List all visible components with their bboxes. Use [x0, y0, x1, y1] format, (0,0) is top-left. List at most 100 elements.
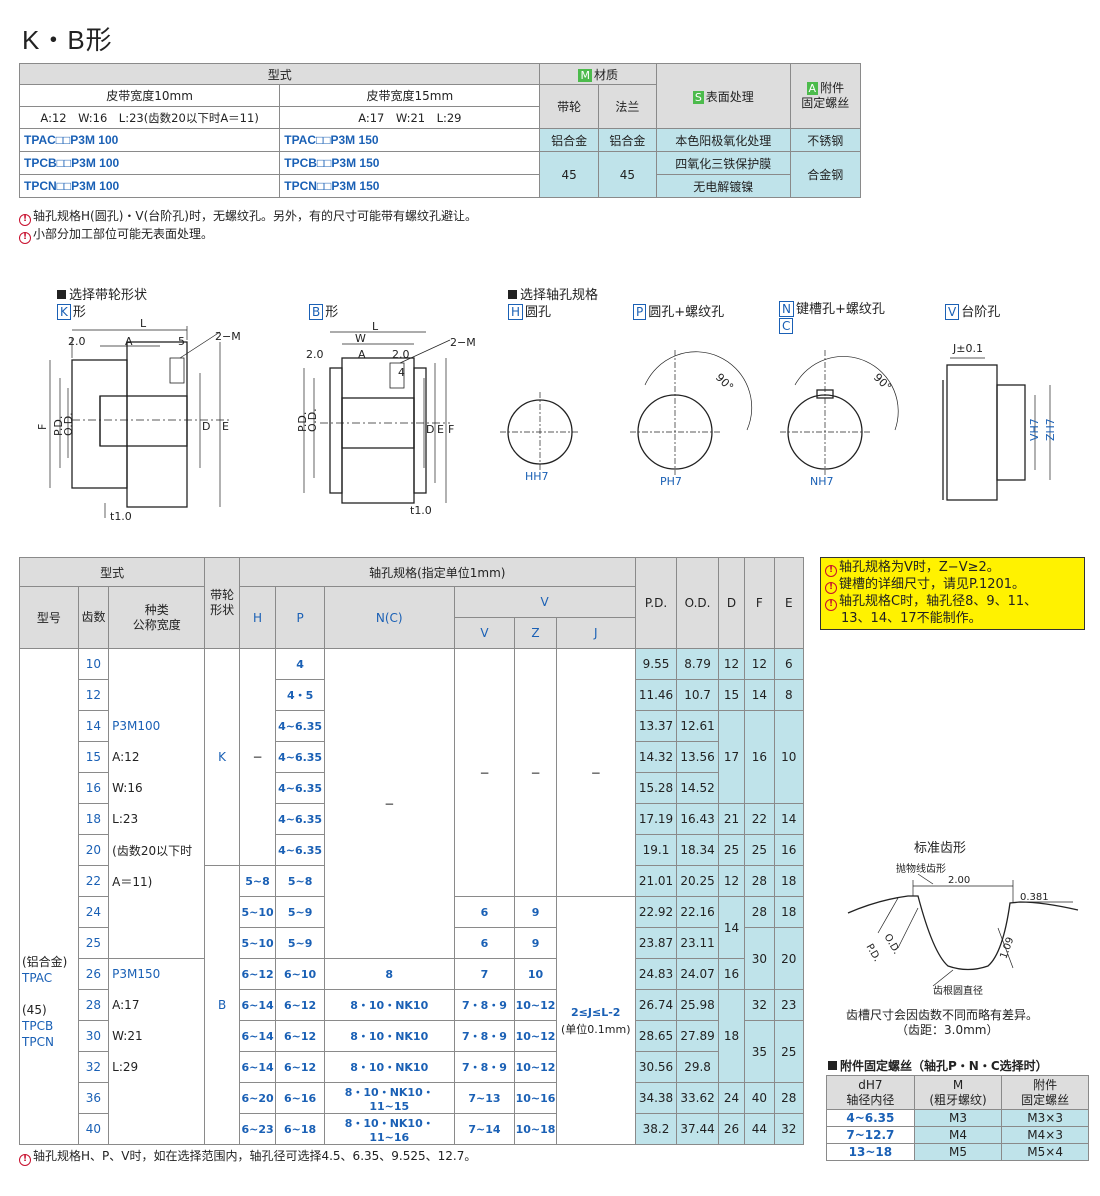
warning-icon: ! [19, 232, 31, 244]
tooth-pitch-note: （齿距：3.0mm） [896, 1023, 999, 1037]
j-dim: J±0.1 [952, 342, 983, 355]
tooth-parabola: 抛物线齿形 [896, 862, 946, 875]
v-dash: − [453, 648, 516, 897]
table-row: 30 W:21 6~14 6~12 8・10・NK10 7・8・9 10~12 … [20, 1020, 805, 1083]
surface-tag: S [692, 90, 704, 104]
flange-alloy: 铝合金 [597, 128, 658, 152]
h-dash: − [238, 648, 277, 866]
flange-header: 法兰 [597, 84, 658, 129]
page-title: K・B形 [22, 25, 113, 55]
surface-anodize: 本色阳极氧化处理 [656, 128, 791, 152]
h-header: H [238, 586, 277, 649]
width15-header: 皮带宽度15mm [279, 84, 541, 107]
screw-col-m: M(粗牙螺纹) [913, 1075, 1003, 1110]
f-header: F [744, 557, 775, 649]
bore-header: 轴孔规格(指定单位1mm) [238, 557, 636, 587]
b-dim-t: t1.0 [410, 504, 432, 517]
k-dim-f: F [36, 424, 49, 430]
b-dim-a: A [358, 348, 366, 361]
tooth-r: 0.381 [1020, 892, 1049, 903]
kind-header: 种类公称宽度 [108, 586, 206, 649]
c-tag: C [779, 318, 794, 334]
tooth-root: 齿根圆直径 [933, 984, 983, 997]
table-row: 32 L:29 6~14 6~12 8・10・NK10 7・8・9 10~12 … [20, 1051, 804, 1083]
dims10: A:12 W:16 L:23(齿数20以下时A＝11) [18, 106, 281, 129]
k-dim-l: L [140, 318, 147, 330]
table-row: 12 4・5 11.46 10.7 15 14 8 [20, 679, 805, 711]
tooth-title: 标准齿形 [914, 841, 967, 856]
h-dim: HH7 [525, 470, 549, 483]
code-tpcb-150: TPCB□□P3M 150 [279, 151, 541, 175]
table-row: 20 (齿数20以下时 4~6.35 19.1 18.34 25 25 16 [20, 834, 805, 866]
table-row: 13~18 M5 M5×4 [826, 1143, 1089, 1161]
table-row: 28 A:17 6~14 6~12 8・10・NK10 7・8・9 10~12 … [20, 989, 805, 1083]
flange-45: 45 [597, 151, 658, 198]
h-tag: H [508, 304, 524, 320]
b-dim-d: D [426, 423, 434, 436]
p-dim: PH7 [660, 475, 682, 488]
v-tag: V [945, 304, 960, 320]
v-group-header: V [453, 586, 636, 618]
note-2: !小部分加工部位可能无表面处理。 [19, 226, 477, 244]
b-shape-drawing: L W 2.0 A 2.0 4 2−M P.D. O.D. D E F t1.0 [296, 320, 476, 517]
shape-section-title: 选择带轮形状 [57, 284, 147, 303]
od-header: O.D. [676, 557, 719, 649]
yellow-notes: !轴孔规格为V时，Z−V≥2。 !键槽的详细尺寸，请见P.1201。 !轴孔规格… [820, 557, 1085, 630]
table-row: 36 6~20 6~16 8・10・NK10・11~15 7~13 10~16 … [20, 1082, 805, 1114]
code-tpac-100: TPAC□□P3M 100 [18, 128, 281, 152]
p-tag: P [633, 304, 647, 320]
screw-tag: A [806, 82, 819, 95]
width10-header: 皮带宽度10mm [18, 84, 281, 107]
b-dim-pd: P.D. [296, 412, 309, 432]
table-row: 18 L:23 4~6.35 17.19 16.43 21 22 14 [20, 803, 805, 835]
tooth-pd: P.D. [864, 942, 883, 964]
material-tag: M [578, 68, 592, 82]
b-dim-4: 4 [398, 366, 405, 379]
tooth-od: O.D. [882, 932, 902, 956]
shape-k: K [204, 648, 240, 866]
tooth-note: 齿槽尺寸会因齿数不同而略有差异。 [846, 1008, 1039, 1022]
warning-icon: ! [825, 565, 837, 577]
v-dim: VH7 [1028, 418, 1041, 441]
z-header: Z [514, 617, 557, 649]
k-shape-drawing: L 2.0 A 5 2−M F P.D. O.D. D E t1.0 [36, 318, 241, 523]
top-notes: !轴孔规格H(圆孔)・V(台阶孔)时，无螺纹孔。另外，有的尺寸可能带有螺纹孔避让… [19, 208, 477, 244]
b-dim-f: F [448, 423, 454, 436]
bottom-note: !轴孔规格H、P、V时，如在选择范围内，轴孔径可选择4.5、6.35、9.525… [19, 1148, 476, 1166]
e-header: E [773, 557, 805, 649]
dims15: A:17 W:21 L:29 [279, 106, 541, 129]
b-dim-e: E [437, 423, 444, 436]
b-dim-20a: 2.0 [306, 348, 324, 361]
d-header: D [717, 557, 746, 649]
warning-icon: ! [825, 582, 837, 594]
k-dim-e: E [222, 420, 229, 433]
n-angle: 90° [871, 371, 894, 394]
p-header: P [275, 586, 325, 649]
table-row: 40 6~23 6~18 8・10・NK10・11~16 7~14 10~18 … [20, 1113, 805, 1145]
b-tag: B [309, 304, 324, 320]
bore-section-title: 选择轴孔规格 [508, 284, 598, 303]
b-dim-m: 2−M [450, 336, 476, 349]
p-angle: 90° [713, 371, 736, 394]
surface-label: 表面处理 [705, 89, 754, 104]
k-dim-od: O.D. [62, 412, 75, 436]
k-dim-5: 5 [178, 335, 185, 348]
pulley-45: 45 [539, 151, 599, 198]
table-row: 25 5~10 5~9 6 9 23.87 23.11 30 20 [20, 927, 805, 990]
code-tpcn-150: TPCN□□P3M 150 [279, 174, 541, 198]
table-row: 26 P3M150 6~12 6~10 8 7 10 24.83 24.07 1… [20, 958, 804, 990]
j-range: 2≤J≤L-2(单位0.1mm) [555, 896, 636, 1145]
screw-stainless: 不锈钢 [789, 128, 862, 152]
z-dim: ZH7 [1044, 418, 1057, 441]
nc-dash: − [323, 648, 455, 959]
tooth-h: 1.09 [998, 936, 1016, 961]
b-dim-w: W [355, 332, 366, 345]
warning-icon: ! [825, 599, 837, 611]
